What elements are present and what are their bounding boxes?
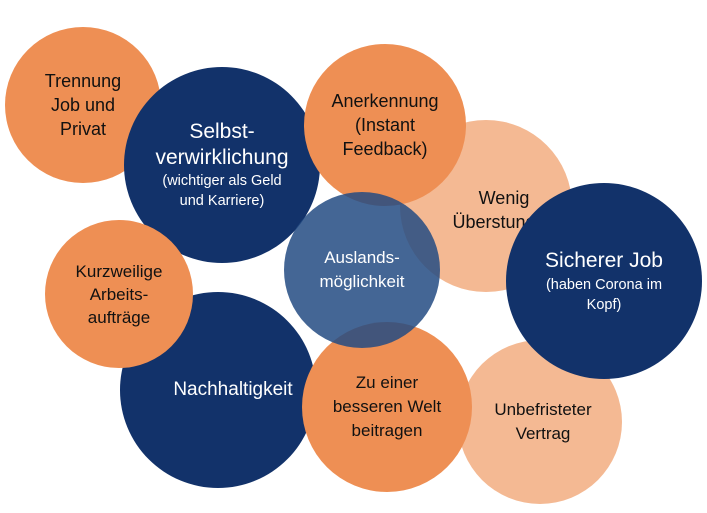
bubble-text: (Instant [354, 115, 416, 135]
bubble-text: Wenig [478, 188, 530, 208]
bubble-text: Auslands- [324, 248, 400, 267]
bubble-bessere-welt: Zu einer besseren Welt beitragen [302, 322, 472, 492]
bubble-text: Privat [59, 119, 106, 139]
bubble-anerkennung: Anerkennung (Instant Feedback) [304, 44, 466, 206]
bubble-subtext: Kopf) [586, 297, 622, 313]
bubble-text: Vertrag [515, 424, 571, 443]
bubble-kurzweilige-arbeitsauftraege: Kurzweilige Arbeits- aufträge [45, 220, 193, 368]
bubble-subtext: und Karriere) [179, 193, 265, 209]
bubble-text: Arbeits- [89, 284, 149, 304]
bubble-text: Anerkennung [331, 91, 439, 111]
bubble-subtext: (wichtiger als Geld [162, 173, 282, 189]
bubble-text: Nachhaltigkeit [173, 379, 293, 400]
bubble-text: Feedback) [342, 139, 428, 159]
bubble-text: Zu einer [355, 373, 419, 392]
bubble-text: Selbst- [189, 120, 255, 143]
bubble-text: Job und [50, 95, 116, 115]
bubble-text: Trennung [44, 71, 122, 91]
bubble-text: Sicherer Job [545, 249, 663, 272]
bubble-text: besseren Welt [332, 397, 442, 416]
bubble-text: verwirklichung [155, 146, 289, 169]
bubble-text: Unbefristeter [494, 400, 592, 419]
bubble-trennung-job-und-privat: Trennung Job und Privat [5, 27, 161, 183]
bubble-text: beitragen [351, 421, 423, 440]
bubble-text: möglichkeit [319, 272, 405, 291]
bubble-text: aufträge [87, 307, 151, 327]
bubble-text: Kurzweilige [75, 261, 163, 281]
bubble-subtext: (haben Corona im [545, 277, 663, 293]
bubble-auslandsmoeglichkeit: Auslands- möglichkeit [284, 192, 440, 348]
bubble-sicherer-job: Sicherer Job (haben Corona im Kopf) [506, 183, 702, 379]
